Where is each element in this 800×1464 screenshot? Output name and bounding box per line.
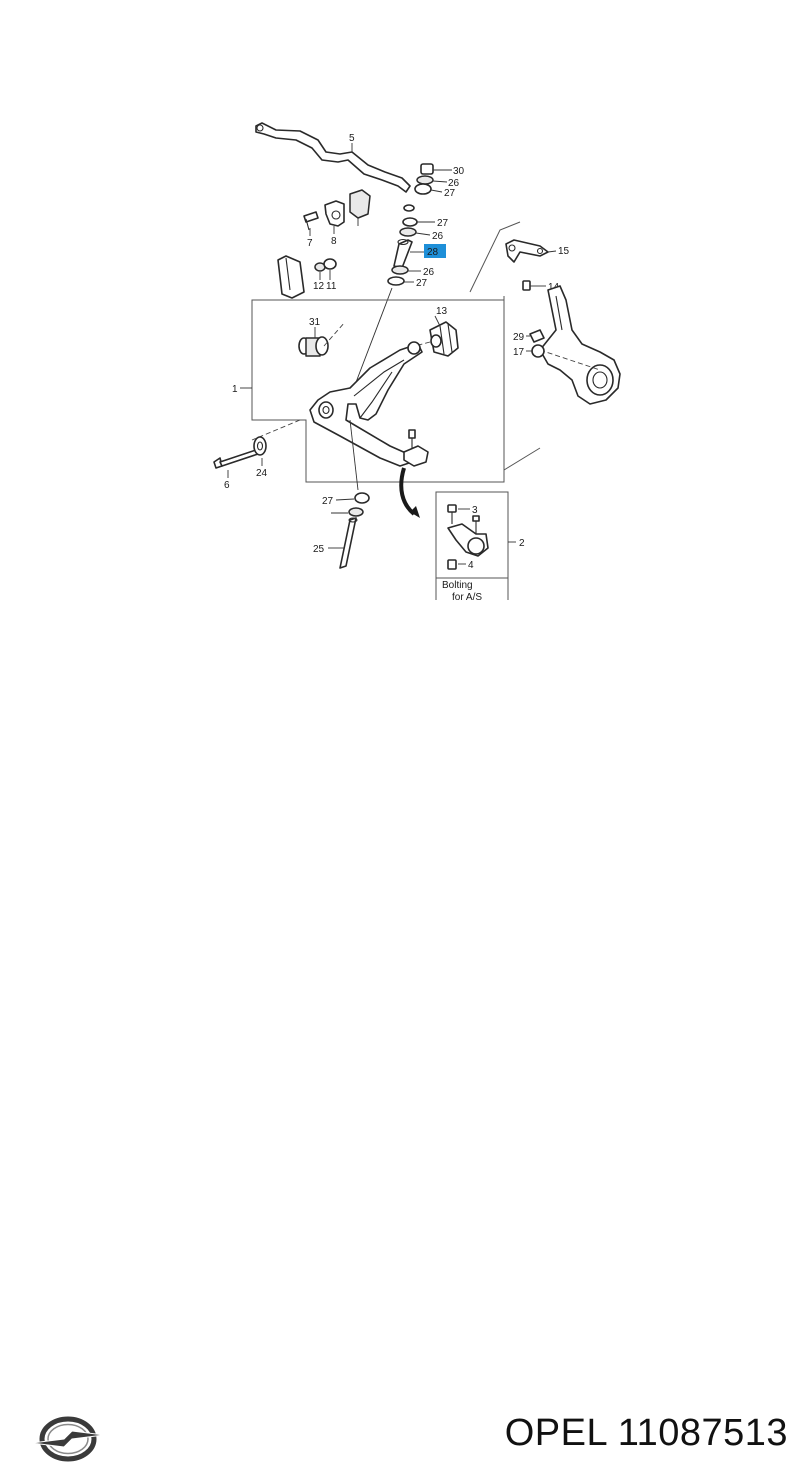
callout-27d: 27 bbox=[322, 496, 334, 507]
callout-3: 3 bbox=[472, 505, 478, 516]
link-lower-parts bbox=[339, 492, 370, 569]
callout-6: 6 bbox=[224, 480, 230, 491]
callout-8: 8 bbox=[331, 236, 337, 247]
callout-27b: 27 bbox=[437, 218, 449, 229]
callout-24: 24 bbox=[256, 468, 268, 479]
link-low-washers bbox=[387, 265, 409, 286]
brand-footer: OPEL 11087513 bbox=[0, 700, 800, 1462]
inset-nut-4 bbox=[447, 559, 457, 570]
bushing-31 bbox=[298, 336, 329, 357]
part-number-label: OPEL 11087513 bbox=[504, 1412, 788, 1454]
link-top-nut-stack bbox=[414, 163, 434, 195]
highlight-28-box bbox=[424, 244, 446, 258]
callout-13: 13 bbox=[436, 306, 448, 317]
callout-29: 29 bbox=[513, 332, 525, 343]
stabilizer-bar bbox=[255, 122, 411, 193]
inset-ball-joint bbox=[447, 515, 489, 557]
bolt-14 bbox=[522, 280, 531, 291]
link-mid-washers bbox=[399, 204, 418, 237]
inset-caption-line2: for A/S bbox=[452, 592, 482, 603]
stabilizer-bushing-9 bbox=[349, 189, 371, 219]
callout-26a: 26 bbox=[448, 178, 460, 189]
washer-24 bbox=[253, 436, 267, 456]
inset-caption-line1: Bolting bbox=[442, 580, 473, 591]
link-sleeve-28 bbox=[393, 238, 413, 269]
callout-1: 1 bbox=[232, 384, 238, 395]
callout-26c: 26 bbox=[423, 267, 435, 278]
bolt-29 bbox=[529, 329, 545, 343]
callout-4: 4 bbox=[468, 560, 474, 571]
inset-bolt-3 bbox=[447, 504, 457, 524]
opel-logo-icon bbox=[31, 1416, 105, 1462]
nut-11 bbox=[323, 258, 337, 270]
lower-control-arm bbox=[309, 341, 423, 467]
callout-27a: 27 bbox=[444, 188, 456, 199]
mount-bracket bbox=[277, 255, 305, 299]
callout-12: 12 bbox=[313, 281, 325, 292]
callout-17: 17 bbox=[513, 347, 525, 358]
bushing-13 bbox=[429, 321, 459, 357]
stabilizer-clamp-8 bbox=[324, 200, 345, 227]
callout-25: 25 bbox=[313, 544, 325, 555]
callout-26b: 26 bbox=[432, 231, 444, 242]
callout-27c: 27 bbox=[416, 278, 428, 289]
callout-5: 5 bbox=[349, 133, 355, 144]
steering-knuckle bbox=[539, 285, 621, 405]
parts-diagram: 5 30 26 27 7 8 27 26 28 bbox=[213, 122, 621, 603]
hose-bracket-15 bbox=[505, 239, 549, 263]
callout-2: 2 bbox=[519, 538, 525, 549]
inset-ball-joint-box: 3 4 2 Bolting for A/S bbox=[435, 491, 525, 603]
callout-28: 28 bbox=[427, 247, 439, 258]
callout-15: 15 bbox=[558, 246, 570, 257]
nut-17 bbox=[531, 344, 545, 358]
ball-joint-stud bbox=[403, 429, 429, 467]
bracket-bolt-7 bbox=[303, 211, 319, 231]
callout-7: 7 bbox=[307, 238, 313, 249]
callout-30: 30 bbox=[453, 166, 465, 177]
callout-31: 31 bbox=[309, 317, 321, 328]
callout-11: 11 bbox=[326, 281, 337, 292]
bolt-6 bbox=[213, 449, 259, 469]
